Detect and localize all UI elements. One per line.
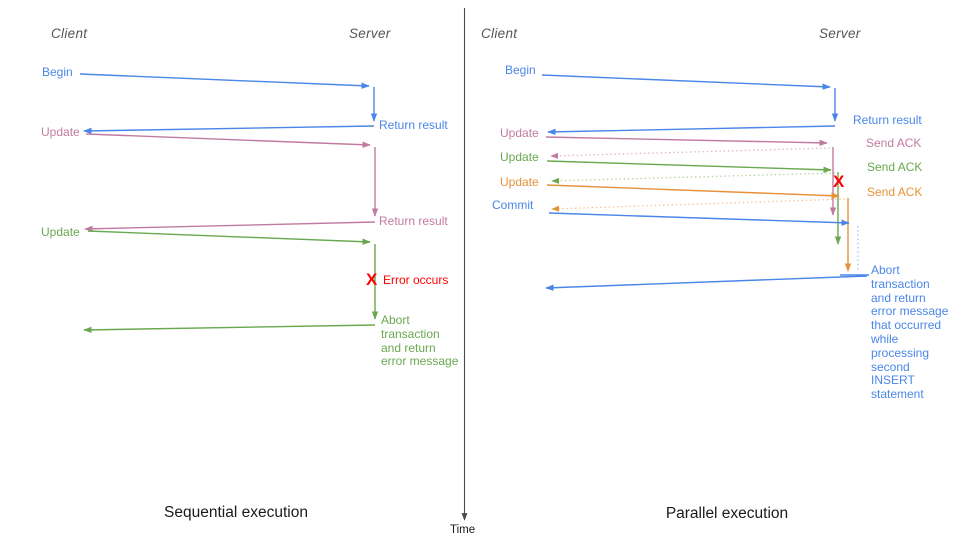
par-return-result-arrow xyxy=(547,125,836,136)
par-ack-2-arrow xyxy=(551,172,836,184)
par-server-header: Server xyxy=(819,26,861,41)
seq-abort-message-label: Abort transaction and return error messa… xyxy=(381,313,459,369)
par-begin-label: Begin xyxy=(505,63,536,77)
seq-update-2-label: Update xyxy=(41,225,80,239)
seq-server-header: Server xyxy=(349,26,391,41)
seq-return-result-2-arrow xyxy=(84,221,376,233)
par-ack-1-arrow xyxy=(550,147,831,159)
par-update-3-request-arrow xyxy=(546,184,840,199)
par-error-x-icon: X xyxy=(833,172,845,191)
par-update-3-label: Update xyxy=(500,175,539,189)
seq-begin-label: Begin xyxy=(42,65,73,79)
seq-error-occurs-label: Error occurs xyxy=(383,273,449,287)
par-ack-3-arrow xyxy=(551,198,846,212)
par-send-ack-1-label: Send ACK xyxy=(866,136,922,150)
time-axis-label: Time xyxy=(450,524,476,536)
par-return-result-label: Return result xyxy=(853,113,922,127)
seq-panel-title: Sequential execution xyxy=(164,504,308,521)
par-update-1-request-arrow xyxy=(545,136,828,147)
seq-error-x-icon: X xyxy=(366,270,378,289)
par-send-ack-3-label: Send ACK xyxy=(867,185,923,199)
seq-update-1-label: Update xyxy=(41,125,80,139)
seq-return-result-2-label: Return result xyxy=(379,214,448,228)
seq-return-result-1-arrow xyxy=(83,125,375,135)
par-abort-return-arrow xyxy=(545,275,868,291)
par-begin-request-arrow xyxy=(541,74,831,90)
par-update-2-request-arrow xyxy=(546,160,832,173)
seq-client-header: Client xyxy=(51,26,88,41)
par-update-2-label: Update xyxy=(500,150,539,164)
par-abort-message-label: Abort transaction and return error messa… xyxy=(871,263,949,402)
seq-begin-request-arrow xyxy=(79,73,370,89)
par-client-header: Client xyxy=(481,26,518,41)
par-commit-label: Commit xyxy=(492,198,534,212)
seq-return-result-1-label: Return result xyxy=(379,118,448,132)
par-panel-title: Parallel execution xyxy=(665,505,789,522)
par-update-1-label: Update xyxy=(500,126,539,140)
par-commit-request-arrow xyxy=(548,212,850,226)
par-send-ack-2-label: Send ACK xyxy=(867,160,923,174)
seq-update-2-request-arrow xyxy=(87,230,371,245)
seq-abort-return-arrow xyxy=(83,324,376,334)
seq-update-1-request-arrow xyxy=(85,133,371,148)
